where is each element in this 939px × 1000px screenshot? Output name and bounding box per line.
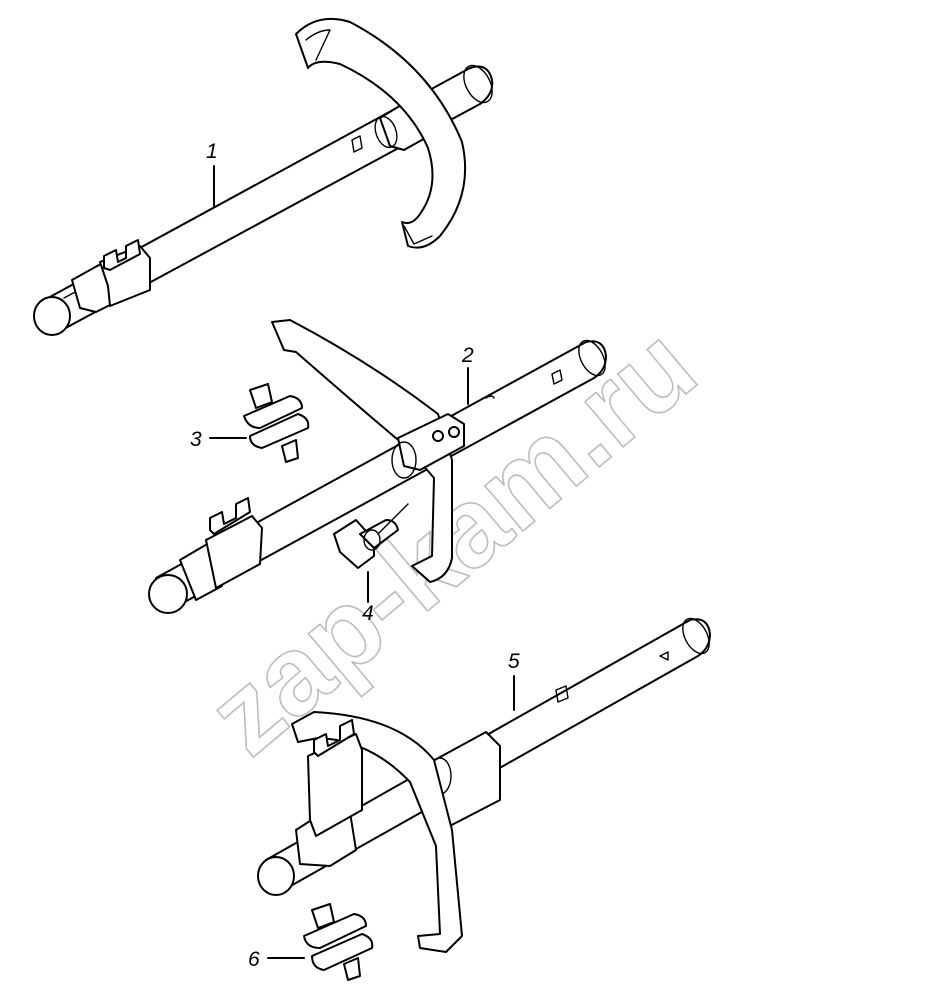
callout-1-label: 1 <box>206 140 218 163</box>
callout-3: 3 <box>190 428 247 451</box>
shift-rod-2[interactable] <box>148 319 611 614</box>
callout-4: 4 <box>362 571 374 625</box>
shift-rod-1[interactable] <box>33 18 498 336</box>
callout-2: 2 <box>461 344 474 405</box>
callout-6: 6 <box>248 948 305 971</box>
callout-5: 5 <box>508 650 520 711</box>
lock-clip-3[interactable] <box>243 383 310 463</box>
callout-6-label: 6 <box>248 948 260 971</box>
callout-3-label: 3 <box>190 428 202 451</box>
callout-1: 1 <box>206 140 218 207</box>
lock-clip-6[interactable] <box>303 903 374 981</box>
shift-rod-5[interactable] <box>257 614 715 953</box>
callout-5-label: 5 <box>508 650 520 673</box>
pin-4[interactable] <box>333 503 409 569</box>
callout-2-label: 2 <box>461 344 474 367</box>
callout-4-label: 4 <box>362 602 374 625</box>
